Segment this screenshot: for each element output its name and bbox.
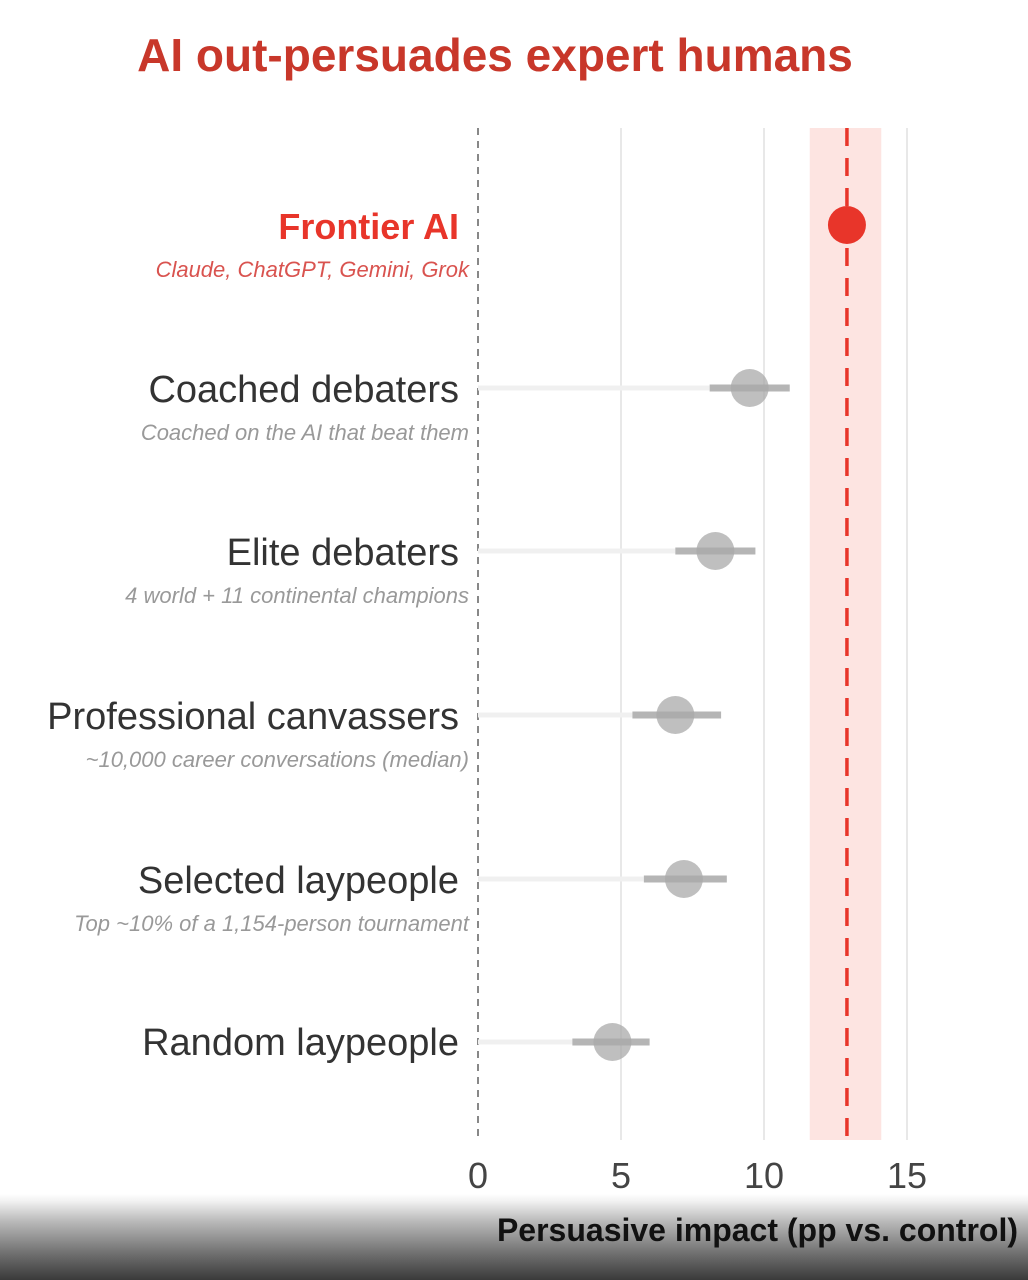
- row-sublabel-professional-canvassers: ~10,000 career conversations (median): [86, 747, 469, 772]
- tick-layer: 0 5 10 15: [468, 1155, 927, 1194]
- point-elite-debaters: [696, 532, 735, 570]
- ci-layer: [478, 384, 790, 1046]
- x-tick-0: 0: [468, 1155, 488, 1194]
- row-label-professional-canvassers: Professional canvassers: [47, 696, 459, 738]
- point-professional-canvassers: [656, 696, 695, 734]
- x-tick-5: 5: [611, 1155, 631, 1194]
- row-label-elite-debaters: Elite debaters: [227, 532, 459, 574]
- row-label-random-laypeople: Random laypeople: [142, 1022, 459, 1064]
- row-label-frontier-ai: Frontier AI: [278, 206, 459, 247]
- highlight-band-layer: [477, 128, 882, 1140]
- point-layer: [593, 206, 866, 1061]
- x-axis-label: Persuasive impact (pp vs. control): [496, 1212, 1018, 1248]
- x-tick-10: 10: [744, 1155, 784, 1194]
- row-sublabel-coached-debaters: Coached on the AI that beat them: [141, 420, 469, 445]
- chart-title: AI out-persuades expert humans: [137, 29, 853, 81]
- row-sublabel-elite-debaters: 4 world + 11 continental champions: [125, 583, 469, 608]
- chart-plot: Frontier AI Claude, ChatGPT, Gemini, Grok…: [47, 128, 927, 1194]
- point-selected-laypeople: [664, 860, 703, 898]
- x-tick-15: 15: [887, 1155, 927, 1194]
- x-axis-band: [0, 1194, 1028, 1280]
- point-coached-debaters: [730, 369, 769, 407]
- row-label-selected-laypeople: Selected laypeople: [138, 860, 459, 902]
- row-sublabel-selected-laypeople: Top ~10% of a 1,154-person tournament: [74, 911, 470, 936]
- grid-layer: [620, 128, 908, 1140]
- row-sublabel-frontier-ai: Claude, ChatGPT, Gemini, Grok: [156, 257, 470, 282]
- point-random-laypeople: [593, 1023, 632, 1061]
- point-frontier-ai: [827, 206, 866, 244]
- row-label-coached-debaters: Coached debaters: [148, 369, 459, 411]
- label-layer: Frontier AI Claude, ChatGPT, Gemini, Grok…: [47, 206, 470, 1064]
